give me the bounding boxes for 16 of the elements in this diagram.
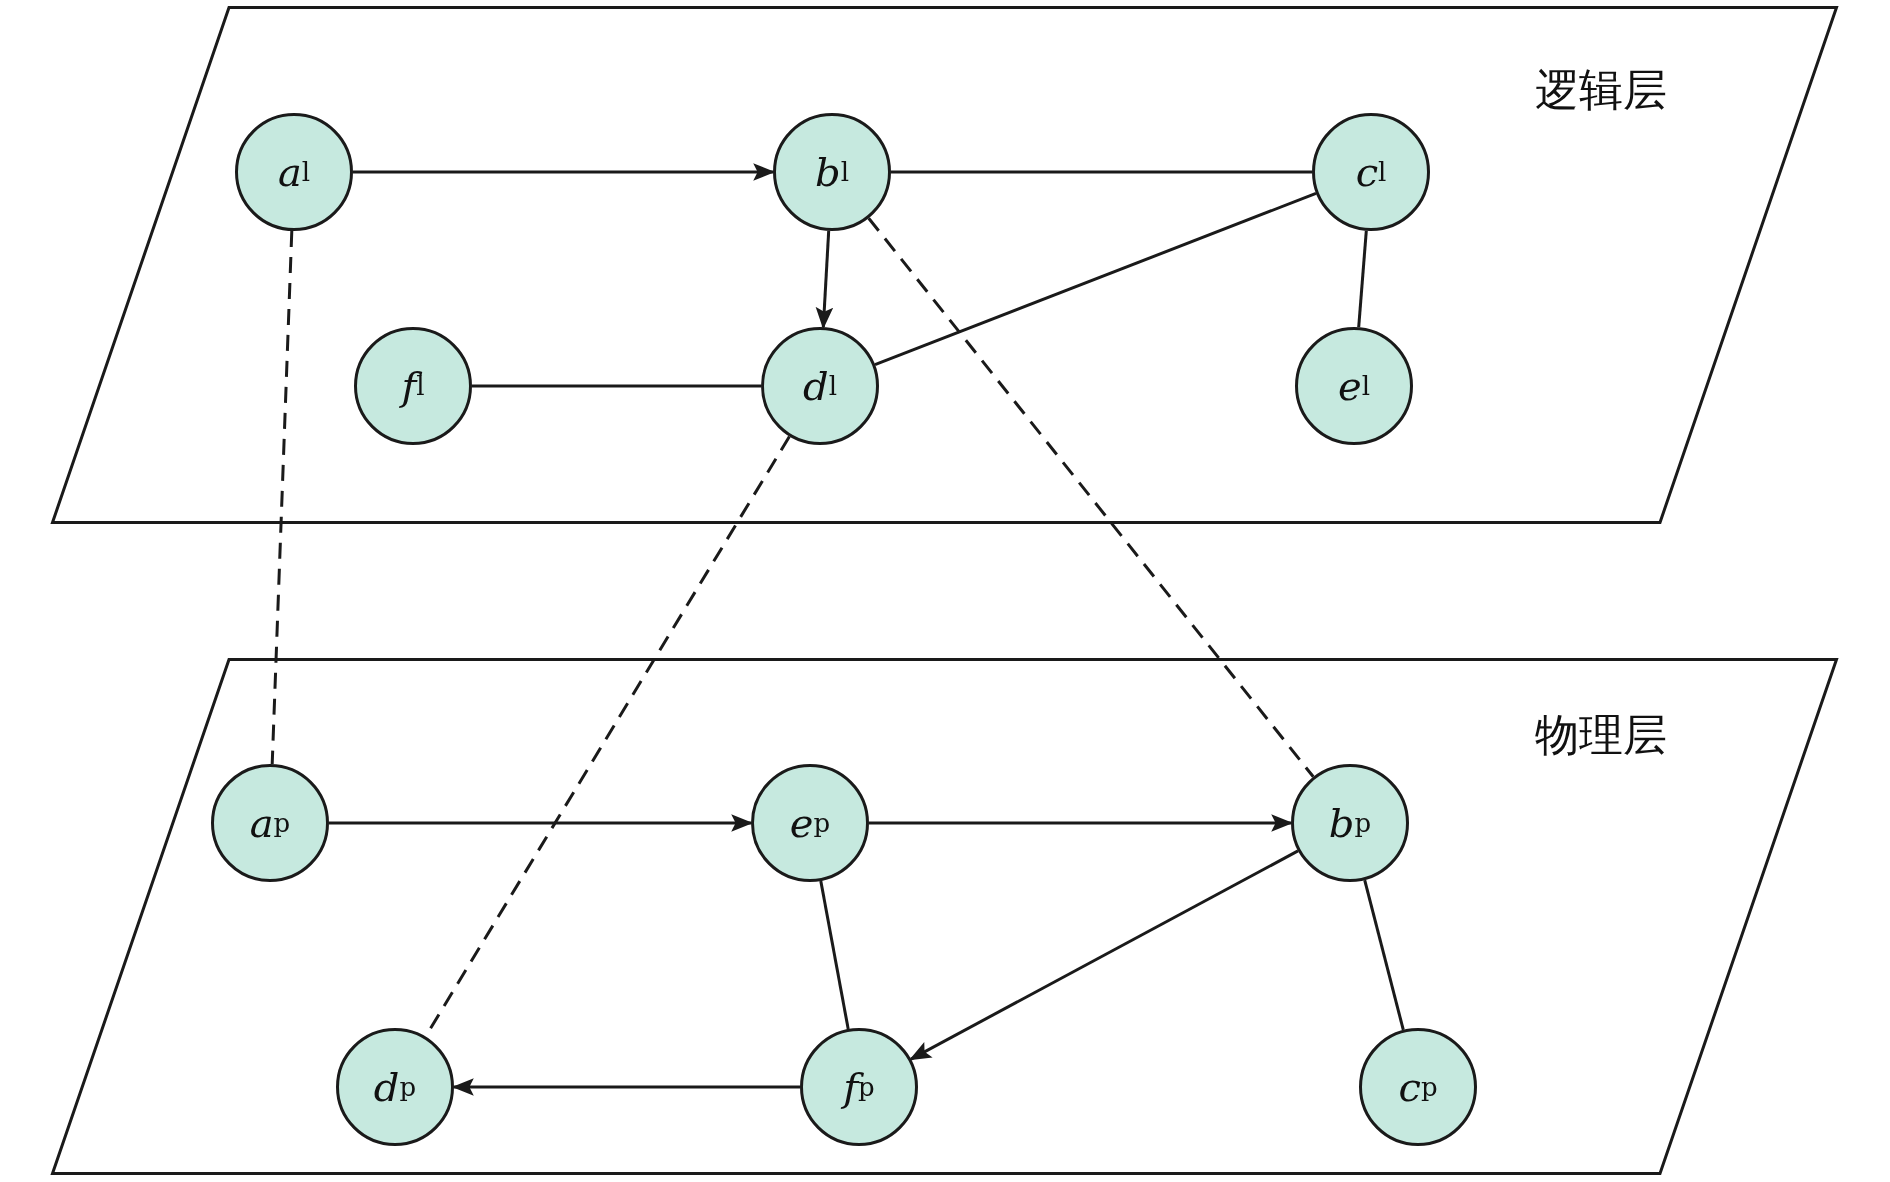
connector-line bbox=[1363, 879, 1405, 1031]
arrow bbox=[329, 814, 754, 832]
layer-title: 物理层 bbox=[1535, 708, 1667, 761]
connector-line bbox=[1357, 230, 1368, 328]
connector-line bbox=[472, 384, 761, 388]
connector-line bbox=[874, 192, 1317, 366]
connector-line bbox=[819, 880, 850, 1030]
arrow bbox=[451, 1078, 800, 1096]
dashed-line bbox=[867, 217, 1315, 778]
arrow bbox=[353, 163, 776, 181]
arrow bbox=[869, 814, 1294, 832]
arrow bbox=[909, 849, 1299, 1061]
connector-line bbox=[891, 170, 1312, 174]
dashed-line bbox=[270, 230, 294, 765]
layer-title: 逻辑层 bbox=[1535, 63, 1667, 116]
arrow bbox=[815, 230, 834, 330]
